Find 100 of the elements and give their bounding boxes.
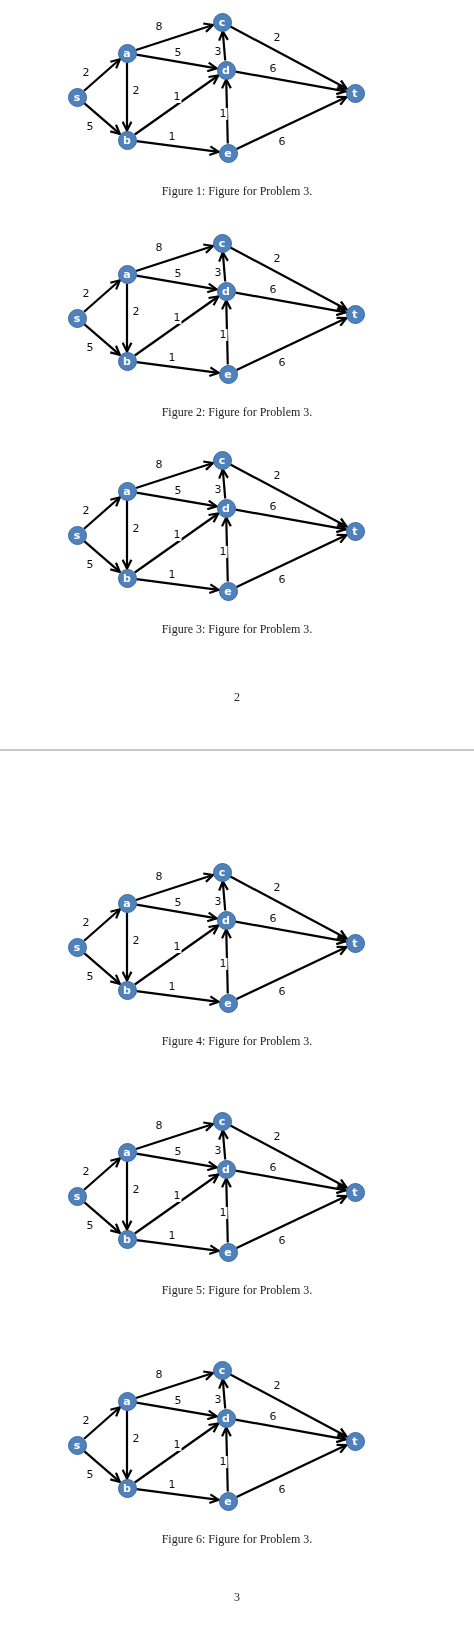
vertex-circle: s [67,87,87,107]
arrow [235,1169,347,1195]
arrow [229,1373,348,1438]
arrow [235,291,347,317]
arrow [229,463,348,528]
vertex-circle: t [345,1431,365,1451]
edge-label: 1 [172,90,182,104]
vertex-circle: a [117,1391,137,1411]
arrow [135,22,215,52]
arrow [235,920,347,946]
vertex-circle: c [212,233,232,253]
vertex-circle: e [218,364,238,384]
arrow [134,1422,220,1484]
vertex-circle: b [117,351,137,371]
edge-label: 1 [218,545,228,559]
arrow [229,246,348,311]
arrow [134,1173,220,1235]
vertex-circle: c [212,862,232,882]
figure-caption: Figure 5: Figure for Problem 3. [161,1282,313,1298]
figure-caption: Figure 2: Figure for Problem 3. [161,404,313,420]
arrow [83,1450,121,1483]
vertex-circle: s [67,525,87,545]
arrow [218,1129,229,1160]
arrow [134,295,220,357]
arrow [220,1177,232,1243]
vertex-circle: d [216,281,236,301]
arrow [136,990,220,1007]
arrow [220,78,232,144]
arrow [235,1418,347,1444]
arrow [218,30,229,61]
arrow [134,512,220,574]
vertex-circle: a [117,43,137,63]
vertex-circle: b [117,1229,137,1249]
arrow [83,952,121,985]
arrow [136,274,218,294]
edge-label: 1 [218,957,228,971]
vertex-circle: e [218,581,238,601]
vertex-circle: d [216,60,236,80]
vertex-circle: s [67,1186,87,1206]
arrow [136,1488,220,1505]
figure-caption: Figure 3: Figure for Problem 3. [161,621,313,637]
arrow [220,516,232,582]
arrow [136,1401,218,1421]
vertex-circle: a [117,264,137,284]
arrow [135,1121,215,1151]
vertex-circle: e [218,993,238,1013]
arrow [136,140,220,157]
arrow [235,508,347,534]
arrow [121,912,133,982]
edge-label: 1 [172,528,182,542]
arrow [136,53,218,73]
arrow [83,540,121,573]
edge-label: 1 [172,311,182,325]
vertex-circle: a [117,1142,137,1162]
edge-label: 1 [218,107,228,121]
arrow [135,1370,215,1400]
figure-caption: Figure 6: Figure for Problem 3. [161,1531,313,1547]
vertex-circle: a [117,481,137,501]
arrow [136,578,220,595]
arrow [136,361,220,378]
arrow [236,533,348,588]
vertex-circle: c [212,1360,232,1380]
arrow [229,875,348,940]
vertex-circle: t [345,304,365,324]
vertex-circle: s [67,308,87,328]
figure-caption: 3 [234,1589,240,1605]
vertex-circle: s [67,937,87,957]
vertex-circle: t [345,933,365,953]
arrow [220,299,232,365]
vertex-circle: t [345,521,365,541]
arrow [121,283,133,353]
arrow [83,323,121,356]
edge-label: 1 [218,328,228,342]
arrow [83,279,121,313]
vertex-circle: b [117,568,137,588]
vertex-circle: d [216,910,236,930]
figure-caption: Figure 1: Figure for Problem 3. [161,183,313,199]
arrow [220,1426,232,1492]
arrow [121,1161,133,1231]
arrow [83,908,121,942]
vertex-circle: b [117,130,137,150]
arrow [136,491,218,511]
vertex-circle: e [218,1491,238,1511]
arrow [135,243,215,273]
arrow [136,1239,220,1256]
arrow [134,74,220,136]
vertex-circle: c [212,450,232,470]
vertex-circle: b [117,1478,137,1498]
arrow [235,70,347,96]
edge-label: 1 [218,1206,228,1220]
arrow [229,1124,348,1189]
arrow [229,25,348,90]
vertex-circle: t [345,1182,365,1202]
arrow [236,95,348,150]
vertex-circle: d [216,1408,236,1428]
arrow [134,924,220,986]
edge-label: 1 [172,1438,182,1452]
arrow [83,1406,121,1440]
arrow [236,1443,348,1498]
vertex-circle: s [67,1435,87,1455]
